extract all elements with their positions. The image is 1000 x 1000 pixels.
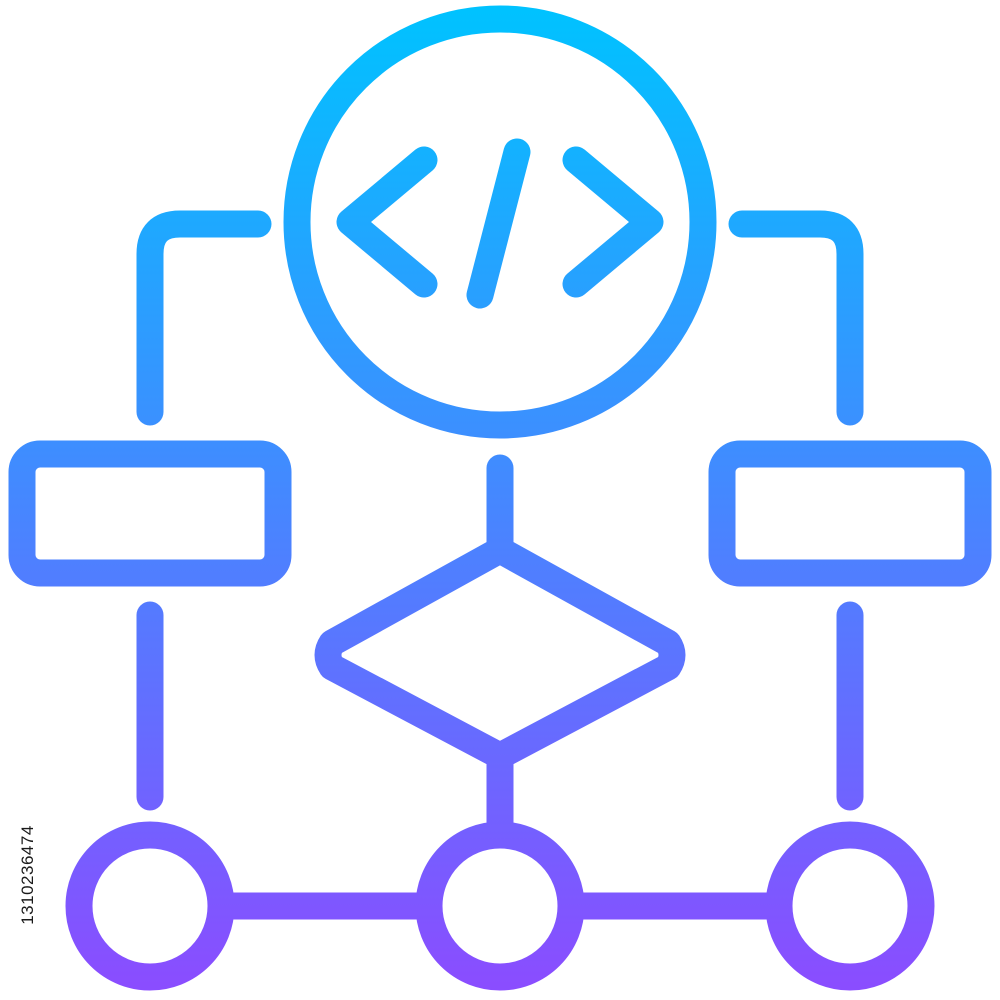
decision-diamond	[314, 536, 686, 770]
stock-id-text: 1310236474	[18, 825, 38, 925]
right-elbow-connector	[728, 210, 864, 426]
code-circle	[283, 5, 717, 439]
bottom-node-left	[65, 821, 235, 991]
left-process-box	[8, 440, 292, 587]
bottom-node-center	[415, 821, 585, 991]
code-slash-icon	[466, 138, 531, 309]
code-left-bracket-icon	[336, 146, 438, 298]
left-elbow-connector	[136, 210, 272, 426]
code-right-bracket-icon	[562, 146, 664, 298]
right-process-box	[708, 440, 992, 587]
bottom-node-right	[765, 821, 935, 991]
stock-id-label: 1310236474	[14, 760, 42, 990]
